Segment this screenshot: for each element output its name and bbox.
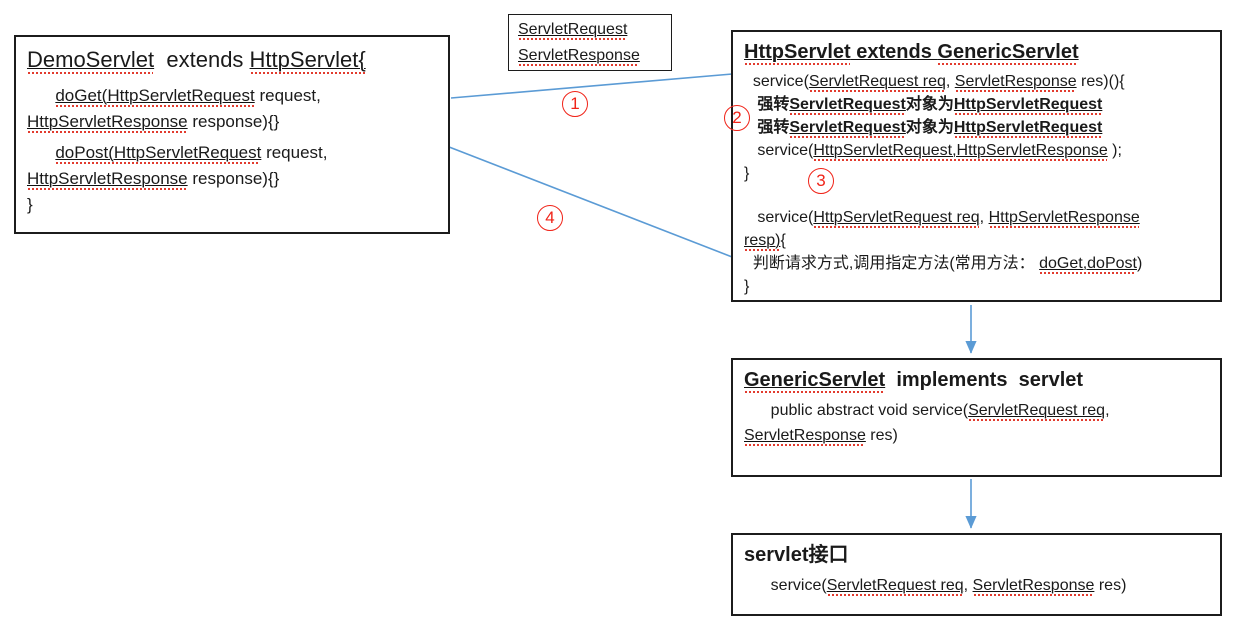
text-segment: service( <box>744 73 809 90</box>
text-segment: HttpServletRequest req <box>813 209 980 226</box>
text-segment: response){} <box>187 112 280 131</box>
text-segment <box>27 143 55 162</box>
text-segment: res) <box>865 427 898 444</box>
text-segment: HttpServletRequest <box>953 119 1103 136</box>
text-segment: extends <box>850 41 938 63</box>
text-segment: ) <box>1136 255 1143 272</box>
step-label-1: 1 <box>562 91 588 117</box>
text-segment: ServletRequest req <box>826 577 964 594</box>
text-segment: { <box>780 232 786 249</box>
text-segment: service( <box>744 577 827 594</box>
text-segment: } <box>744 165 750 182</box>
text-segment: implements servlet <box>885 369 1084 391</box>
text-segment: service( <box>744 142 814 159</box>
text-line: } <box>744 275 1209 298</box>
text-segment: response){} <box>187 169 280 188</box>
text-segment: 对象为 <box>905 96 954 113</box>
text-segment: doGet(HttpServletRequest <box>55 86 255 105</box>
text-segment: HttpServlet <box>744 41 851 63</box>
text-segment: servlet接口 <box>744 544 849 566</box>
text-line: GenericServlet implements servlet <box>744 366 1209 395</box>
text-segment: GenericServlet <box>937 41 1079 63</box>
text-segment: ServletRequest <box>518 21 628 38</box>
text-line: doPost(HttpServletRequest request, <box>27 140 437 166</box>
text-line: } <box>27 192 437 218</box>
text-line: service(HttpServletRequest,HttpServletRe… <box>744 139 1209 162</box>
text-line: service(HttpServletRequest req, HttpServ… <box>744 206 1209 229</box>
text-line: resp){ <box>744 229 1209 252</box>
step-label-2: 2 <box>724 105 750 131</box>
text-segment: 强转 <box>744 119 790 136</box>
step-label-4: 4 <box>537 205 563 231</box>
text-segment: } <box>744 278 750 295</box>
text-segment: HttpServletResponse <box>27 112 188 131</box>
text-segment: HttpServletRequest,HttpServletResponse <box>813 142 1108 159</box>
text-segment: ServletResponse <box>954 73 1077 90</box>
text-line: service(ServletRequest req, ServletRespo… <box>744 70 1209 93</box>
arrow-1-demo-to-httpservlet <box>450 68 745 99</box>
text-segment: res) <box>1094 577 1127 594</box>
text-segment: ); <box>1107 142 1122 159</box>
text-segment: } <box>27 195 33 214</box>
text-segment: ServletRequest <box>789 96 906 113</box>
text-segment: 对象为 <box>905 119 954 136</box>
text-line: 强转ServletRequest对象为HttpServletRequest <box>744 116 1209 139</box>
text-line: public abstract void service(ServletRequ… <box>744 398 1209 423</box>
text-line: ServletRequest <box>518 17 662 43</box>
text-segment: ServletResponse <box>744 427 866 444</box>
text-line: } <box>744 162 1209 185</box>
text-segment: ServletRequest req <box>808 73 946 90</box>
text-segment: doGet,doPost <box>1039 255 1137 272</box>
httpservlet-class-box: HttpServlet extends GenericServlet servi… <box>731 30 1222 302</box>
text-segment: request, <box>261 143 328 162</box>
text-segment: GenericServlet <box>744 369 886 391</box>
text-line: HttpServlet extends GenericServlet <box>744 38 1209 67</box>
text-segment: res)(){ <box>1076 73 1125 90</box>
text-segment: request, <box>254 86 321 105</box>
demoservlet-class-box: DemoServlet extends HttpServlet{ doGet(H… <box>14 35 450 234</box>
text-segment: HttpServlet{ <box>249 47 366 72</box>
text-segment <box>27 86 55 105</box>
text-line: 判断请求方式,调用指定方法(常用方法： doGet,doPost) <box>744 252 1209 275</box>
text-segment: extends <box>154 47 250 72</box>
text-line: service(ServletRequest req, ServletRespo… <box>744 573 1209 598</box>
text-segment: doPost(HttpServletRequest <box>55 143 262 162</box>
text-segment: , <box>963 577 973 594</box>
text-line: ServletResponse res) <box>744 423 1209 448</box>
text-line: HttpServletResponse response){} <box>27 166 437 192</box>
text-line: ServletResponse <box>518 43 662 69</box>
text-segment: , <box>979 209 989 226</box>
text-segment: HttpServletRequest <box>953 96 1103 113</box>
text-line: DemoServlet extends HttpServlet{ <box>27 45 437 75</box>
text-segment: 判断请求方式,调用指定方法(常用方法： <box>744 255 1040 272</box>
genericservlet-class-box: GenericServlet implements servlet public… <box>731 358 1222 477</box>
text-line: HttpServletResponse response){} <box>27 109 437 135</box>
text-segment: ServletRequest req <box>968 402 1106 419</box>
text-line: 强转ServletRequest对象为HttpServletRequest <box>744 93 1209 116</box>
text-segment: public abstract void service( <box>744 402 969 419</box>
text-segment: ServletResponse <box>518 47 640 64</box>
text-segment: ServletRequest <box>789 119 906 136</box>
text-segment: resp) <box>744 232 781 249</box>
text-segment: ServletResponse <box>972 577 1095 594</box>
servlet-interface-box: servlet接口 service(ServletRequest req, Se… <box>731 533 1222 616</box>
text-segment: service( <box>744 209 814 226</box>
text-segment: , <box>1105 402 1110 419</box>
text-segment: 强转 <box>744 96 790 113</box>
text-segment: , <box>945 73 955 90</box>
text-line: servlet接口 <box>744 541 1209 570</box>
text-segment: HttpServletResponse <box>27 169 188 188</box>
text-segment: HttpServletResponse <box>988 209 1140 226</box>
step-label-3: 3 <box>808 168 834 194</box>
text-segment: DemoServlet <box>27 47 155 72</box>
text-line: doGet(HttpServletRequest request, <box>27 83 437 109</box>
